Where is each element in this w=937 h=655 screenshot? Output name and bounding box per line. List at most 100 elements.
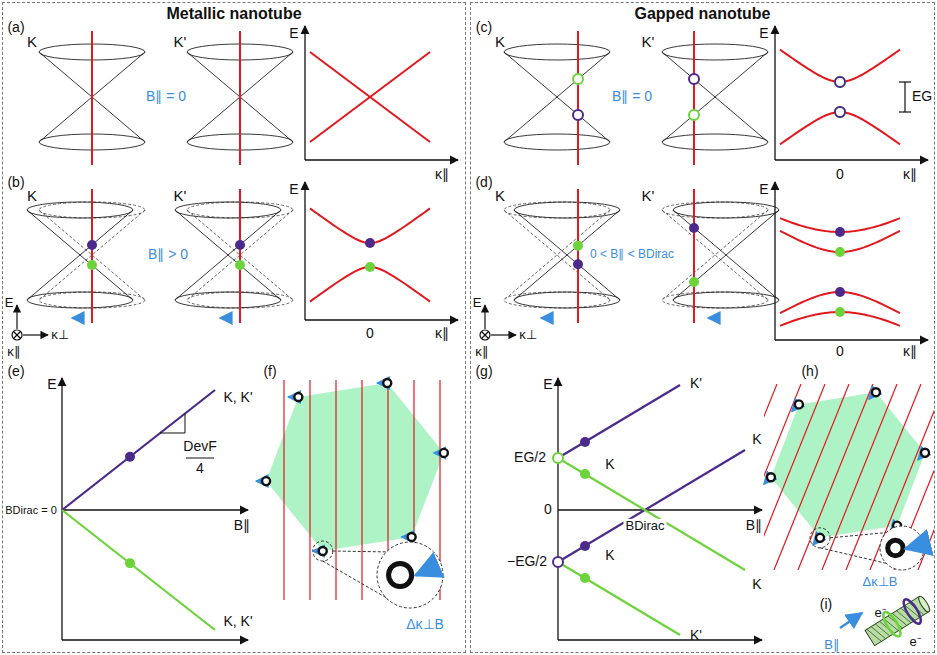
state-circle-open	[573, 110, 583, 120]
dirac-point-zoom	[389, 563, 412, 586]
cone-rim	[514, 202, 620, 218]
cone-rim	[175, 292, 281, 308]
figure-label: K	[752, 577, 761, 592]
shift-arrow-zoom	[906, 546, 919, 549]
cone-rim	[673, 202, 779, 218]
figure-label: E	[543, 377, 552, 392]
k-axis	[305, 159, 458, 160]
into-page-symbol	[14, 332, 21, 339]
figure-label: E	[473, 296, 482, 310]
dirac-point	[872, 388, 880, 396]
panel-title: Metallic nanotube	[3, 5, 465, 23]
figure-label: K, K'	[223, 390, 252, 405]
figure-label: B∥ > 0	[148, 247, 188, 262]
shift-arrow	[220, 317, 232, 319]
energy-axis	[304, 182, 305, 320]
cone-edge	[175, 210, 281, 300]
figure-label: DevF	[183, 439, 216, 454]
level-line	[62, 510, 215, 630]
state-circle-open	[835, 77, 845, 87]
figure-label: e⁻	[874, 606, 885, 620]
figure-label: K'	[642, 188, 655, 205]
cone-rim	[27, 292, 133, 308]
figure-label: B∥ = 0	[612, 89, 652, 104]
fraction-bar	[186, 458, 214, 459]
dirac-cone	[662, 44, 768, 150]
cone-edge	[673, 210, 779, 300]
into-page-symbol	[12, 330, 22, 340]
quantization-line	[693, 189, 695, 323]
figure-label: B∥	[234, 518, 250, 533]
dirac-cone	[175, 202, 281, 308]
figure-label: 0	[544, 502, 552, 517]
figure-label: (a)	[7, 20, 24, 35]
dirac-point	[319, 547, 327, 555]
shift-arrow-zoom	[416, 567, 435, 575]
band-line	[310, 52, 430, 142]
state-circle-open	[689, 74, 699, 84]
figure-label: EG	[912, 89, 932, 104]
quantization-line	[239, 189, 241, 323]
axis-icon	[484, 305, 485, 329]
cone-rim	[27, 202, 133, 218]
quantization-line	[764, 384, 801, 570]
figure-label: κ∥	[903, 344, 917, 359]
state-circle-open	[573, 74, 583, 84]
state-circle-open	[553, 557, 563, 567]
dirac-point	[767, 473, 775, 481]
state-dot	[125, 452, 135, 462]
state-circle-open	[553, 453, 563, 463]
slope-triangle	[160, 433, 185, 434]
level-line	[558, 562, 680, 635]
figure-label: K'	[174, 34, 187, 51]
energy-axis	[304, 26, 305, 160]
state-dot	[573, 259, 583, 269]
state-dot	[689, 277, 699, 287]
axis-icon	[23, 334, 48, 335]
zoom-leader	[830, 533, 887, 538]
into-page-symbol	[482, 332, 489, 339]
quantization-line	[577, 189, 579, 323]
quantization-lines	[764, 384, 934, 570]
state-dot	[689, 223, 699, 233]
level-line	[558, 385, 680, 458]
state-dot	[125, 558, 135, 568]
into-page-symbol	[480, 330, 490, 340]
cone-rim	[662, 202, 768, 218]
state-circle-open	[689, 110, 699, 120]
cone-edge	[504, 52, 610, 142]
brillouin-zone	[771, 392, 925, 538]
dirac-point	[816, 534, 824, 542]
brillouin-zone	[266, 383, 444, 551]
state-dot	[573, 241, 583, 251]
figure-label: (f)	[263, 364, 276, 379]
k-axis	[775, 159, 928, 160]
cone-edge	[504, 52, 610, 142]
state-dot	[835, 287, 845, 297]
k-axis	[775, 339, 928, 340]
state-dot	[87, 260, 97, 270]
figure-label: BDirac = 0	[5, 504, 57, 516]
figure-label: E	[47, 377, 56, 392]
figure-label: BDirac	[623, 519, 666, 533]
k-axis	[62, 639, 248, 640]
state-circle-open	[835, 107, 845, 117]
figure-label: κ∥	[7, 345, 21, 359]
figure-label: K	[752, 432, 761, 447]
figure-label: E	[289, 26, 298, 41]
shift-arrow	[72, 317, 84, 319]
figure-label: 0 < B∥ < BDirac	[590, 248, 674, 261]
dirac-point	[795, 400, 803, 408]
quantization-line	[335, 380, 336, 600]
figure-label: (c)	[476, 20, 492, 35]
gap-bracket	[899, 81, 911, 82]
figure-label: B∥ = 0	[146, 89, 186, 104]
figure-label: (h)	[801, 364, 818, 379]
cone-rim	[504, 44, 610, 60]
figure-label: B∥	[824, 638, 840, 652]
figure-label: K	[495, 188, 505, 205]
state-dot	[835, 307, 845, 317]
cone-edge	[673, 210, 779, 300]
figure-label: E	[289, 182, 298, 197]
figure-label: K'	[690, 628, 702, 643]
